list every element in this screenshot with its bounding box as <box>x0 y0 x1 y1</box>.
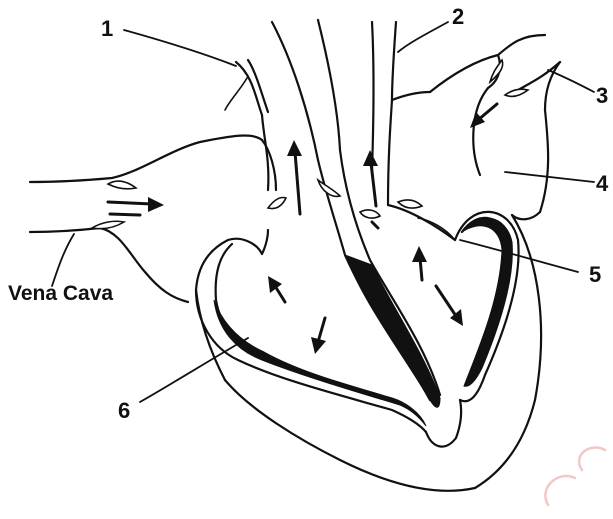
labels: 1 2 3 4 5 6 Vena Cava <box>8 4 609 423</box>
label-1: 1 <box>101 16 113 41</box>
label-5: 5 <box>589 262 601 287</box>
label-vena-cava: Vena Cava <box>8 282 113 305</box>
label-3: 3 <box>596 83 608 108</box>
label-4: 4 <box>596 171 609 196</box>
label-2: 2 <box>452 4 464 29</box>
right-atrium <box>30 136 286 302</box>
leader-lines <box>52 22 594 402</box>
aorta <box>225 20 340 190</box>
watermark <box>545 448 605 505</box>
left-atrium <box>430 35 560 219</box>
label-6: 6 <box>118 398 130 423</box>
